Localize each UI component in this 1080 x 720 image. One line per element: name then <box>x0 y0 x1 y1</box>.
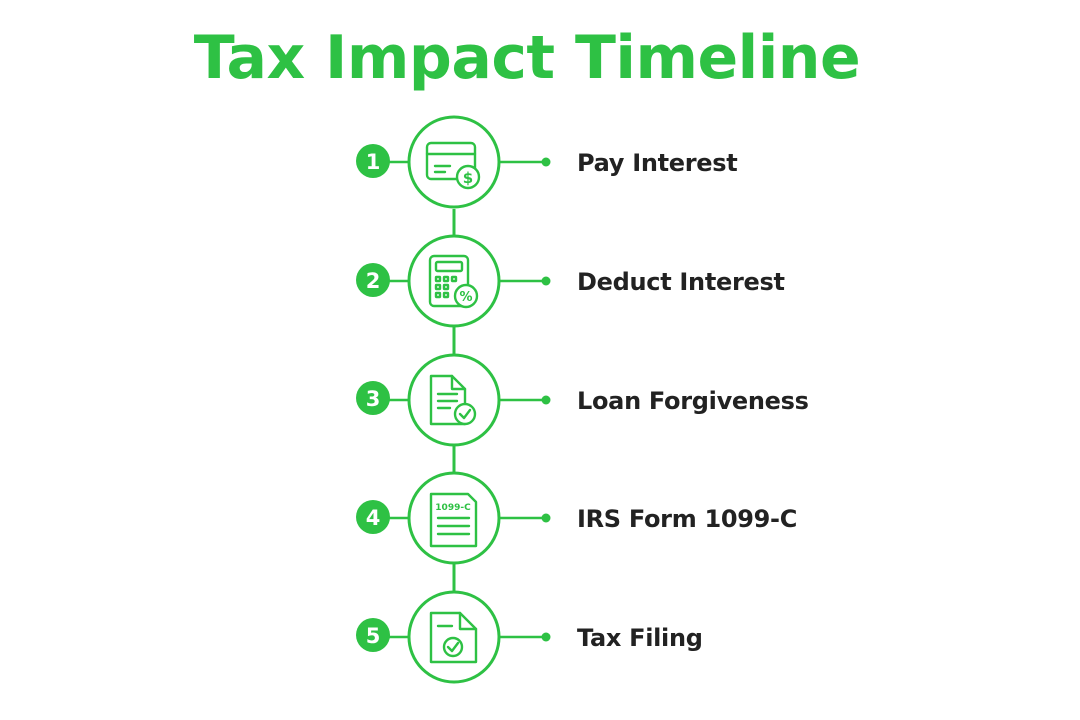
svg-text:$: $ <box>463 169 473 187</box>
number-badge-2 <box>356 263 390 297</box>
step-label-2: Deduct Interest <box>577 268 785 296</box>
step-circle-1 <box>407 115 501 209</box>
connector-dot-4 <box>541 513 551 523</box>
timeline-step-4: 4 1099-C <box>356 471 551 565</box>
step-number-2: 2 <box>366 269 381 293</box>
number-badge-3 <box>356 381 390 415</box>
timeline-step-1: 1 $ <box>356 115 551 209</box>
step-label-3: Loan Forgiveness <box>577 387 809 415</box>
credit-card-dollar-icon: $ <box>425 141 481 190</box>
connector-dot-3 <box>541 395 551 405</box>
file-check-icon <box>429 611 478 664</box>
step-number-1: 1 <box>366 150 381 174</box>
step-label-4: IRS Form 1099-C <box>577 505 798 533</box>
page-title: Tax Impact Timeline <box>193 23 861 93</box>
number-badge-4 <box>356 500 390 534</box>
timeline-step-3: 3 <box>356 353 551 447</box>
document-check-icon <box>429 374 477 426</box>
number-badge-5 <box>356 618 390 652</box>
step-label-1: Pay Interest <box>577 149 738 177</box>
step-number-4: 4 <box>366 506 381 530</box>
step-number-3: 3 <box>366 387 381 411</box>
connector-dot-5 <box>541 632 551 642</box>
connector-dot-2 <box>541 276 551 286</box>
number-badge-1 <box>356 144 390 178</box>
svg-text:%: % <box>459 290 472 305</box>
step-label-5: Tax Filing <box>577 624 703 652</box>
timeline-step-5: 5 <box>356 590 551 684</box>
timeline-step-2: 2 % <box>356 234 551 328</box>
calculator-percent-icon: % <box>428 254 479 309</box>
tax-form-icon: 1099-C <box>429 492 478 548</box>
connector-dot-1 <box>541 157 551 167</box>
step-number-5: 5 <box>366 624 381 648</box>
tax-form-label: 1099-C <box>435 503 471 513</box>
